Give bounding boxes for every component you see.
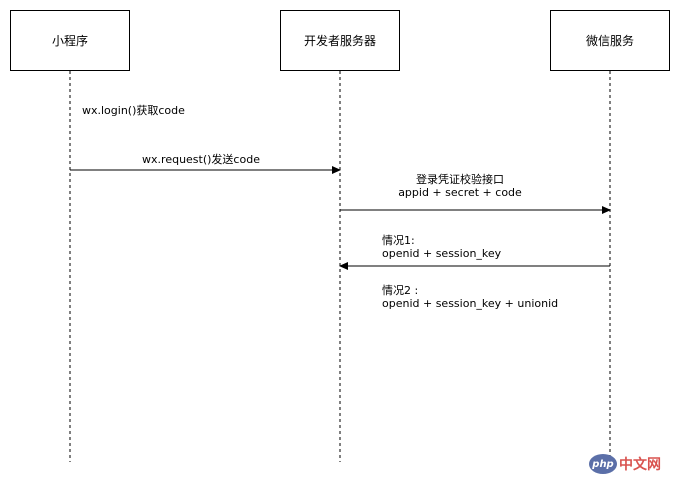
watermark: php 中文网 <box>589 452 661 476</box>
message-response1-line1: 情况1: <box>382 234 415 247</box>
participant-label: 开发者服务器 <box>303 34 376 48</box>
message-response2-label: 情况2 : openid + session_key + unionid <box>382 284 558 310</box>
watermark-logo-icon: php <box>589 454 617 474</box>
message-verify-label: 登录凭证校验接口 appid + secret + code <box>398 173 522 199</box>
participant-label: 微信服务 <box>585 34 634 48</box>
message-response2-line1: 情况2 : <box>382 284 419 297</box>
participant-dev-server: 开发者服务器 <box>280 10 400 71</box>
message-response2-line2: openid + session_key + unionid <box>382 297 559 310</box>
message-login-label: wx.login()获取code <box>82 104 185 117</box>
message-verify-line1: 登录凭证校验接口 <box>415 173 504 186</box>
message-verify-line2: appid + secret + code <box>398 186 522 199</box>
participant-label: 小程序 <box>51 34 88 48</box>
participant-miniprogram: 小程序 <box>10 10 130 71</box>
message-response1-line2: openid + session_key <box>382 247 502 260</box>
message-request-label: wx.request()发送code <box>142 153 260 166</box>
watermark-text: 中文网 <box>619 457 661 473</box>
message-response1-label: 情况1: openid + session_key <box>382 234 501 260</box>
participant-wechat-service: 微信服务 <box>550 10 670 71</box>
